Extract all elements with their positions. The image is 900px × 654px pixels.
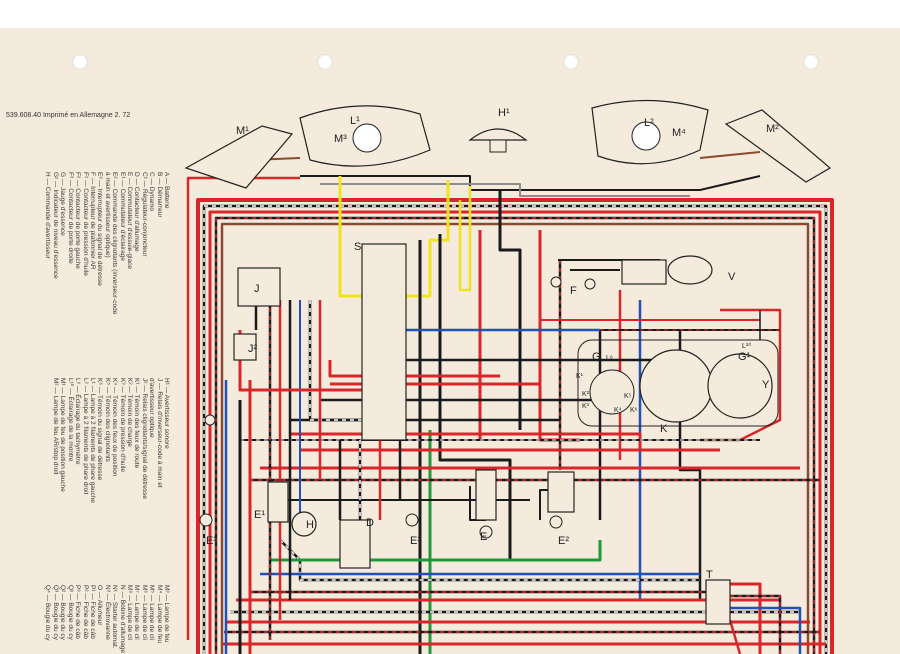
- wire-stripe: [730, 595, 781, 654]
- horn-icon: [468, 128, 528, 141]
- wire: [196, 198, 834, 654]
- label-y: Y: [762, 379, 770, 391]
- wire: [539, 489, 548, 520]
- wire-harness: [186, 151, 834, 654]
- label-j: J: [254, 283, 260, 295]
- door-switch-icon: [584, 278, 596, 290]
- label-e1: E¹: [254, 509, 265, 521]
- label-v: V: [728, 271, 736, 283]
- door-switch-icon: [550, 276, 562, 288]
- connector-block: [705, 579, 731, 625]
- lamp-icon: [549, 515, 563, 529]
- lamp-icon: [479, 525, 493, 539]
- wire: [320, 183, 690, 197]
- label-e-prime: E³: [410, 535, 421, 547]
- headlight-relay: [237, 267, 281, 307]
- label-e3: E³: [206, 535, 217, 547]
- label-k1: K¹: [576, 373, 584, 380]
- label-s: S: [354, 241, 361, 253]
- label-t: T: [706, 569, 713, 581]
- label-j2: J²: [248, 343, 258, 355]
- fuse-box: [361, 243, 407, 441]
- right-headlight-housing: [724, 109, 832, 183]
- label-g1: G¹: [738, 351, 751, 363]
- warning-lamp-cluster: [589, 369, 635, 415]
- label-m3: M³: [334, 133, 347, 145]
- label-l6: L⁶: [606, 355, 613, 362]
- flasher-relay: [233, 333, 257, 361]
- light-switch: [267, 481, 289, 523]
- label-d: D: [366, 517, 374, 529]
- print-reference: 539.608.40 Imprimé en Allemagne 2. 72: [6, 112, 131, 119]
- label-l10: L¹⁰: [742, 342, 751, 350]
- left-headlight-bulb-icon: [352, 123, 382, 153]
- wire-stripe: [215, 217, 815, 654]
- label-k6: K⁶: [630, 407, 638, 414]
- wire: [699, 151, 761, 159]
- wire: [290, 432, 642, 450]
- label-h1: H¹: [498, 107, 510, 119]
- wiper-motor-icon: [667, 255, 713, 285]
- wire: [338, 176, 450, 298]
- wire: [730, 606, 802, 654]
- wire: [458, 186, 472, 292]
- label-g: G: [592, 351, 601, 363]
- horn-button-icon: [291, 511, 317, 537]
- wire-stripe: [203, 205, 827, 654]
- label-k4: K⁴: [614, 407, 622, 414]
- components: [184, 99, 832, 625]
- label-m4: M⁴: [672, 127, 686, 139]
- speedometer-dial: [639, 349, 713, 423]
- label-e2: E²: [558, 535, 569, 547]
- label-l2: L²: [644, 117, 654, 129]
- lamp-icon: [405, 513, 419, 527]
- lamp-icon: [199, 513, 213, 527]
- wire: [498, 190, 522, 430]
- wiper-switch: [475, 469, 497, 521]
- wire-stripe: [279, 539, 700, 581]
- label-e: E: [480, 531, 487, 543]
- wire: [730, 582, 762, 654]
- wire: [328, 360, 500, 378]
- punch-hole: [72, 54, 88, 70]
- label-h: H: [306, 519, 314, 531]
- punch-hole: [563, 54, 579, 70]
- left-headlight-housing: [184, 125, 294, 189]
- component-labels: M¹ M³ L¹ H¹ L² M⁴ M² S J J² F V G G¹ K K…: [206, 107, 779, 581]
- wire-stripe: [309, 300, 380, 421]
- turn-signal-switch: [547, 471, 575, 513]
- switch-icon: [204, 414, 216, 426]
- wire: [438, 234, 512, 560]
- ignition-switch: [339, 519, 371, 569]
- wiper-motor-body: [621, 259, 667, 285]
- wire: [186, 176, 300, 640]
- wire: [728, 619, 742, 654]
- wire: [208, 210, 822, 654]
- label-k: K: [660, 423, 668, 435]
- label-f: F: [570, 285, 577, 297]
- punch-hole: [803, 54, 819, 70]
- label-m1: M¹: [236, 125, 249, 137]
- label-k5: K⁵: [624, 393, 632, 400]
- punch-hole: [317, 54, 333, 70]
- instrument-cluster: [577, 339, 779, 427]
- horn-base: [489, 139, 507, 153]
- wire: [220, 222, 810, 654]
- label-m2: M²: [766, 123, 779, 135]
- label-l1: L¹: [350, 115, 360, 127]
- wire: [270, 540, 602, 562]
- right-headlight-bulb-icon: [631, 121, 661, 151]
- fuel-gauge-dial: [707, 353, 773, 419]
- label-k2: K²: [582, 391, 590, 398]
- label-k3: K³: [582, 403, 590, 410]
